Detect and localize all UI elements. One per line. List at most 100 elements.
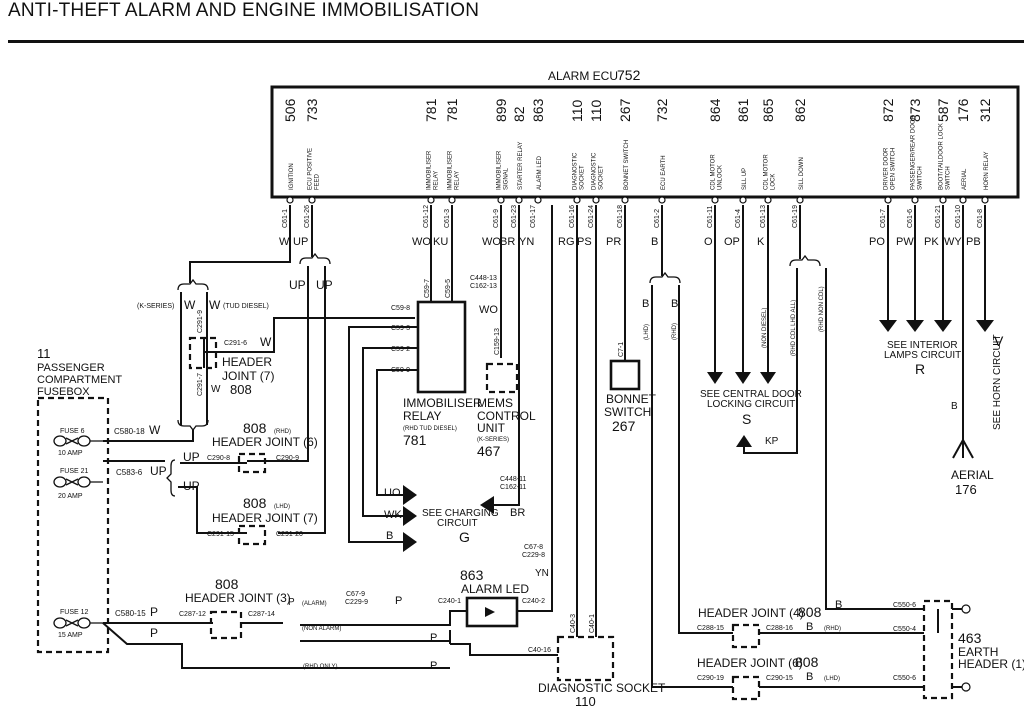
label-c583-6: C583-6 (116, 468, 143, 477)
charging-line2: CIRCUIT (437, 518, 478, 529)
ecu-pin-desc: PASSENGER/REAR DOOR (911, 114, 917, 190)
ecu-pin-wire-color: PS (577, 236, 592, 248)
label-c59-2: C59-2 (391, 346, 410, 353)
ecu-pin-desc: SIGNAL (504, 167, 510, 190)
ecu-pin-connector: C61-6 (907, 209, 914, 228)
label-c162-13: C162-13 (470, 283, 497, 290)
aerial-number: 176 (955, 482, 977, 497)
ecu-pin-desc: ALARM LED (537, 155, 543, 190)
hj7-top-number: 808 (230, 382, 252, 397)
ecu-pin-wire-color: KU (433, 236, 448, 248)
ecu-pin-terminal (796, 196, 804, 204)
label-c550-6b: C550-6 (893, 675, 916, 682)
ecu-pin-wire-color: B (651, 236, 658, 248)
ecu-pin-wire-color: WY (944, 236, 962, 248)
rotated-labels: C291-9 C291-7 C59-7 C59-5 C159-13 C7-1 (… (197, 279, 1003, 633)
ecu-pin-desc: STARTER RELAY (518, 142, 524, 190)
label-c59-8: C59-8 (391, 305, 410, 312)
ecu-pin-wire-color: PK (924, 236, 939, 248)
earth-header-box (922, 599, 954, 700)
diag-number: 110 (575, 694, 596, 709)
diagram-labels: (K-SERIES) W W (TUD DIESEL) C291-6 W HEA… (37, 275, 1024, 709)
label-uo: UO (384, 487, 401, 499)
label-rhd-hj4: (RHD) (824, 626, 841, 632)
label-b-lhd-hj6: B (806, 671, 813, 683)
hj4-number: 808 (798, 604, 822, 620)
label-w-c291: W (260, 335, 272, 349)
fuse-6-rating: 10 AMP (58, 450, 83, 457)
mems-number: 467 (477, 443, 501, 459)
ecu-pin-desc: RELAY (455, 171, 461, 190)
ecu-pin-connector: C61-10 (955, 205, 962, 228)
label-c162-11: C162-11 (500, 484, 526, 491)
label-c59-7: C59-7 (424, 279, 431, 298)
header-joint-4 (731, 623, 761, 649)
label-c67-9: C67-9 (346, 591, 365, 598)
ecu-pin-terminal (911, 196, 919, 204)
ecu-pin-wire-color: PB (966, 236, 981, 248)
label-c240-2: C240-2 (522, 598, 545, 605)
ecu-pin-terminal (515, 196, 523, 204)
bonnet-switch-box (609, 359, 641, 391)
ecu-pin-wire-color: PW (896, 236, 914, 248)
ecu-pin-ref: 899 (493, 98, 509, 122)
label-c550-4: C550-4 (893, 626, 916, 633)
ecu-pin-ref: 110 (569, 99, 585, 122)
ecu-pin-desc: AERIAL (962, 168, 968, 190)
label-c580-18: C580-18 (114, 427, 145, 436)
hj6b-number: 808 (795, 654, 819, 670)
label-c291-7: C291-7 (197, 373, 204, 396)
ecu-pin-desc: BONNET SWITCH (624, 140, 630, 190)
immobiliser-relay-box (416, 300, 467, 394)
ecu-pin-terminal (621, 196, 629, 204)
ecu-pin-desc: BOOT/TAILDOOR LOCK (939, 123, 945, 190)
ecu-pin-terminal (739, 196, 747, 204)
label-c59-5: C59-5 (445, 279, 452, 298)
label-w-ks: W (184, 298, 196, 312)
ecu-pin-ref: 873 (907, 98, 923, 122)
label-c67-8: C67-8 (524, 544, 543, 551)
header-joint-6-lower (731, 675, 761, 701)
label-alarm: (ALARM) (302, 601, 327, 607)
ecu-pin-wire-color: PR (606, 236, 621, 248)
label-rhd-b: (RHD) (672, 323, 678, 340)
ecu-pin-terminal (981, 196, 989, 204)
ecu-pin-desc: IMMOBILISER (448, 150, 454, 190)
interior-line1: SEE INTERIOR (887, 340, 958, 351)
ecu-pin-connector: C61-24 (588, 205, 595, 228)
label-c287-14: C287-14 (248, 611, 275, 618)
hj7-number: 808 (243, 495, 267, 511)
ecu-pin-ref: 110 (588, 99, 604, 122)
label-b-aerial: B (951, 401, 958, 412)
ecu-pin-ref: 865 (760, 98, 776, 122)
fusebox-number: 11 (37, 346, 51, 361)
ecu-pin-ref: 864 (707, 98, 723, 122)
label-non-alarm: (NON ALARM) (302, 626, 341, 632)
ecu-pin-ref: 733 (304, 98, 320, 122)
ecu-pin-connector: C61-19 (792, 205, 799, 228)
ecu-pin-desc: FEED (315, 173, 321, 190)
ecu-pin-desc: DRIVER DOOR (884, 147, 890, 190)
ecu-pin-desc: SWITCH (946, 166, 952, 190)
cdl-line2: LOCKING CIRCUIT (707, 399, 795, 410)
ecu-pin-connector: C61-7 (880, 209, 887, 228)
ecu-pin-connector: C61-12 (423, 205, 430, 228)
ecu-pin-connector: C61-18 (617, 205, 624, 228)
ecu-pin-connector: C61-13 (760, 205, 767, 228)
bonnet-number: 267 (612, 418, 636, 434)
hj3-number: 808 (215, 576, 239, 592)
immobiliser-qual: (RHD TUD DIESEL) (403, 426, 457, 432)
ecu-pin-ref: 781 (423, 98, 439, 122)
ecu-pin-wire-color: UP (293, 236, 308, 248)
bonnet-line2: SWITCH (604, 405, 651, 419)
ecu-pin-connector: C61-4 (735, 209, 742, 228)
ecu-pin-desc: OPEN SWITCH (891, 148, 897, 190)
